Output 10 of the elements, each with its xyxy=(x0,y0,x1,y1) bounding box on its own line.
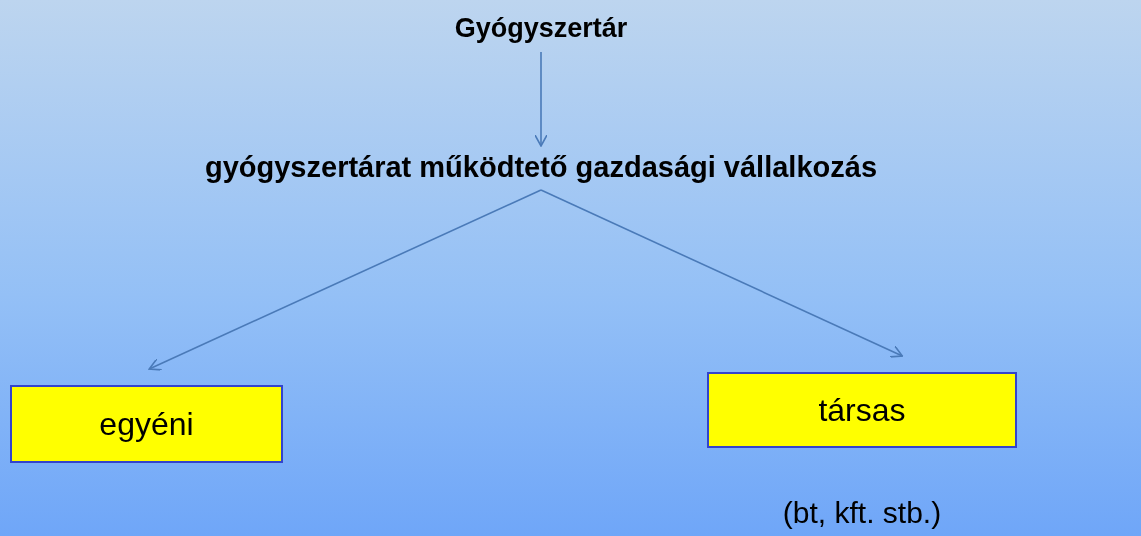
box-label: egyéni xyxy=(99,405,194,443)
heading-text: gyógyszertárat működtető gazdasági vállalkozás xyxy=(204,150,878,185)
box-label: társas xyxy=(818,391,906,429)
arrow xyxy=(148,189,542,371)
arrow xyxy=(540,189,904,358)
note-text: (bt, kft. stb.) xyxy=(782,496,942,530)
arrow xyxy=(534,51,548,147)
heading-text: Gyógyszertár xyxy=(454,12,628,45)
category-box xyxy=(10,385,283,463)
category-box xyxy=(707,372,1017,448)
